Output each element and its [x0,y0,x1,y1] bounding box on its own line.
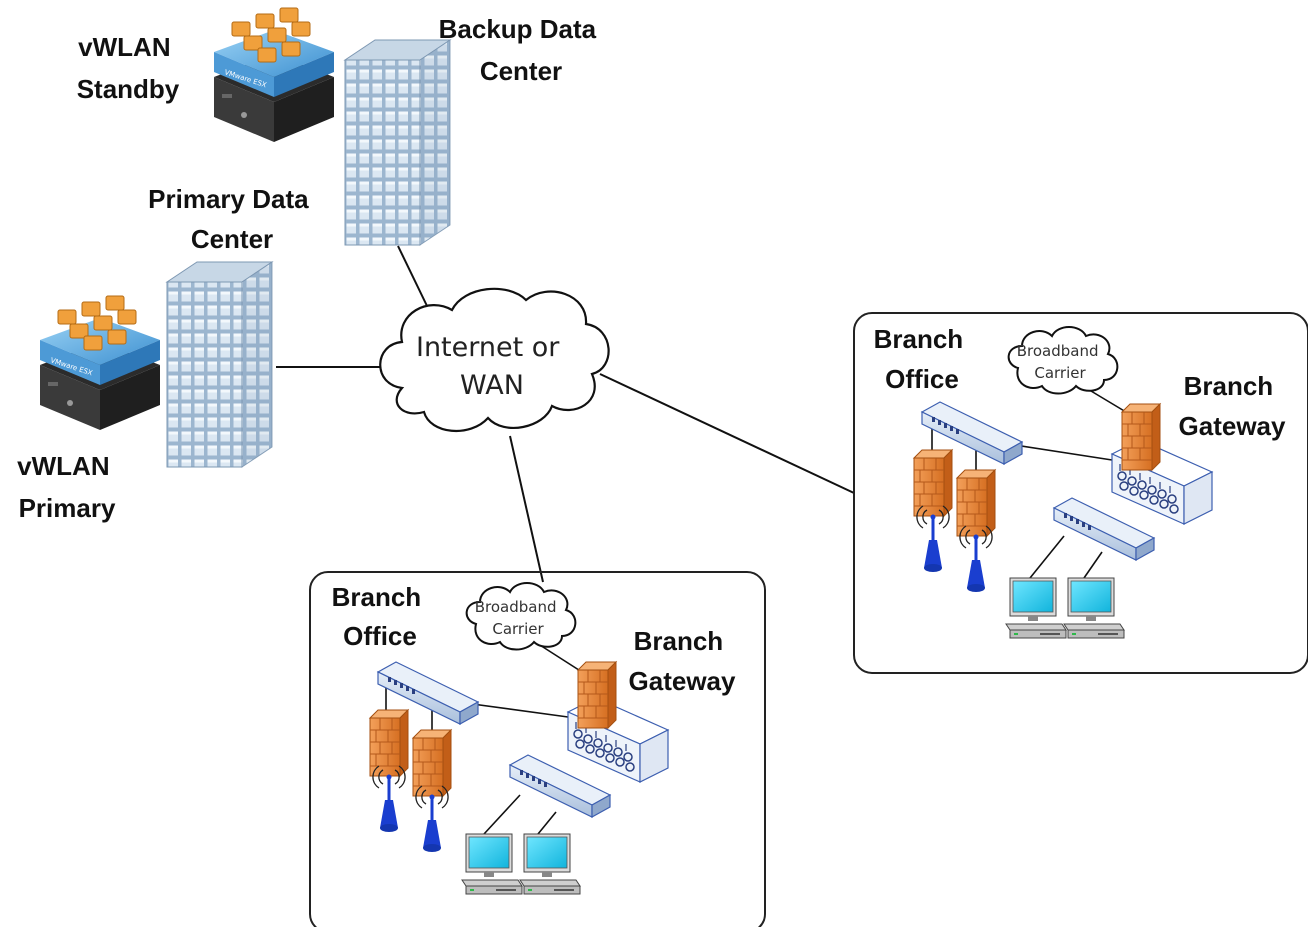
access-point-firewall-bottom-1 [369,709,409,777]
internet-wan-label: Internet or WAN [416,332,568,401]
desktop-pc-right-2 [1063,577,1125,639]
backup-data-center-label: Backup Data Center [439,14,604,86]
desktop-pc-bottom-2 [519,833,581,895]
access-point-firewall-right-2 [956,469,996,537]
vwlan-standby-server [213,7,335,143]
branch-gateway-label-bottom: Branch Gateway [629,626,736,696]
branch-box-right [853,312,1308,674]
vwlan-primary-server [39,295,161,431]
branch-office-right: Broadband Carrier Branch Office Branch G… [853,312,1308,674]
access-point-firewall-right-1 [913,449,953,517]
backup-data-center-building [344,39,451,246]
link-wan-to-right-branch [599,373,855,494]
branch-office-label-right: Branch Office [874,324,971,394]
connection-lines [276,245,855,583]
branch-box-bottom [309,571,766,927]
desktop-pc-bottom-1 [461,833,523,895]
lan-switch-bottom [509,754,611,818]
broadband-carrier-label-right: Broadband Carrier [1017,342,1104,382]
branch-office-bottom: Broadband Carrier Branch Office Branch G… [309,571,766,927]
primary-data-center-building [166,261,273,468]
link-wan-to-left-branch [509,435,544,583]
access-point-firewall-bottom-2 [412,729,452,797]
vwlan-standby-label: vWLAN Standby [77,32,180,104]
gateway-firewall-bottom [577,661,617,729]
primary-data-center-label: Primary Data Center [148,184,316,254]
gateway-firewall-right [1121,403,1161,471]
branch-gateway-label-right: Branch Gateway [1179,371,1286,441]
broadband-carrier-cloud-bottom [465,582,577,651]
broadband-carrier-label-bottom: Broadband Carrier [475,598,562,638]
internet-wan-cloud: Internet or WAN [379,287,610,432]
link-backup-dc-to-wan [397,245,429,309]
vwlan-primary-label: vWLAN Primary [17,451,117,523]
lan-switch-right [1053,497,1155,561]
branch-office-label-bottom: Branch Office [332,582,429,651]
broadband-carrier-cloud-right [1007,326,1119,395]
desktop-pc-right-1 [1005,577,1067,639]
